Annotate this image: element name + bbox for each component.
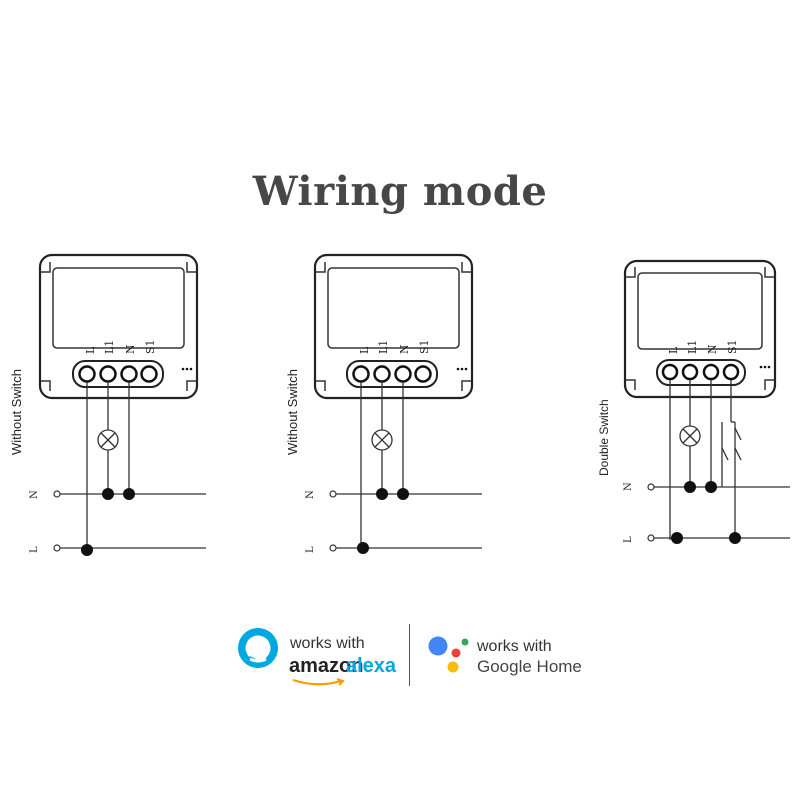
wiring-diagram-1: Without Switch L L1 N S1 — [9, 253, 206, 556]
switch-module-3: L L1 N S1 — [623, 259, 777, 399]
alexa-brand-amazon: amazon — [289, 655, 364, 677]
terminal-screws-2 — [352, 365, 432, 383]
line-label-N-1: N — [29, 490, 40, 499]
terminal-label-L1: L1 — [103, 340, 116, 354]
double-switch-symbol — [721, 421, 742, 540]
wiring-diagram-3: Double Switch L L1 N S1 — [597, 259, 790, 544]
terminal-label-N: N — [706, 344, 719, 354]
terminal-label-L: L — [358, 346, 371, 354]
google-assistant-icon — [428, 636, 469, 673]
line-label-L-3: L — [623, 536, 634, 543]
terminal-label-S1: S1 — [144, 339, 157, 354]
terminal-label-N: N — [124, 344, 137, 354]
terminal-screws-1 — [78, 365, 158, 383]
google-home-brand: Google Home — [477, 657, 582, 676]
terminal-label-L: L — [84, 346, 97, 354]
terminal-label-S1: S1 — [418, 339, 431, 354]
line-label-N-2: N — [305, 490, 316, 499]
side-label-2: Without Switch — [285, 369, 300, 455]
alexa-logo-icon — [238, 628, 278, 668]
line-label-L-2: L — [305, 546, 316, 553]
lamp-2 — [371, 429, 393, 451]
terminal-label-S1: S1 — [726, 339, 739, 354]
alexa-works-with: works with — [290, 635, 365, 652]
terminal-label-L1: L1 — [377, 340, 390, 354]
switch-module-2: L L1 N S1 — [313, 253, 474, 400]
wiring-diagram-2: Without Switch L L1 N S1 — [285, 253, 482, 554]
badge-divider — [409, 624, 410, 686]
line-label-N-3: N — [623, 482, 634, 491]
lamp-1 — [97, 429, 119, 451]
terminal-label-L1: L1 — [686, 340, 699, 354]
terminal-label-N: N — [398, 344, 411, 354]
amazon-smile-icon — [292, 678, 345, 686]
compatibility-badges: works with amazon alexa works with Googl… — [0, 620, 800, 700]
terminal-screws-3 — [661, 363, 740, 381]
side-label-3: Double Switch — [597, 399, 611, 476]
alexa-brand-alexa: alexa — [346, 655, 397, 677]
line-label-L-1: L — [29, 546, 40, 553]
lamp-3 — [679, 425, 701, 447]
switch-module-1: L L1 N S1 — [38, 253, 199, 400]
side-label-1: Without Switch — [9, 369, 24, 455]
wiring-diagrams: Without Switch L L1 N S1 — [9, 253, 790, 556]
terminal-label-L: L — [667, 346, 680, 354]
page-title: Wiring mode — [252, 168, 548, 215]
google-works-with: works with — [477, 638, 552, 655]
